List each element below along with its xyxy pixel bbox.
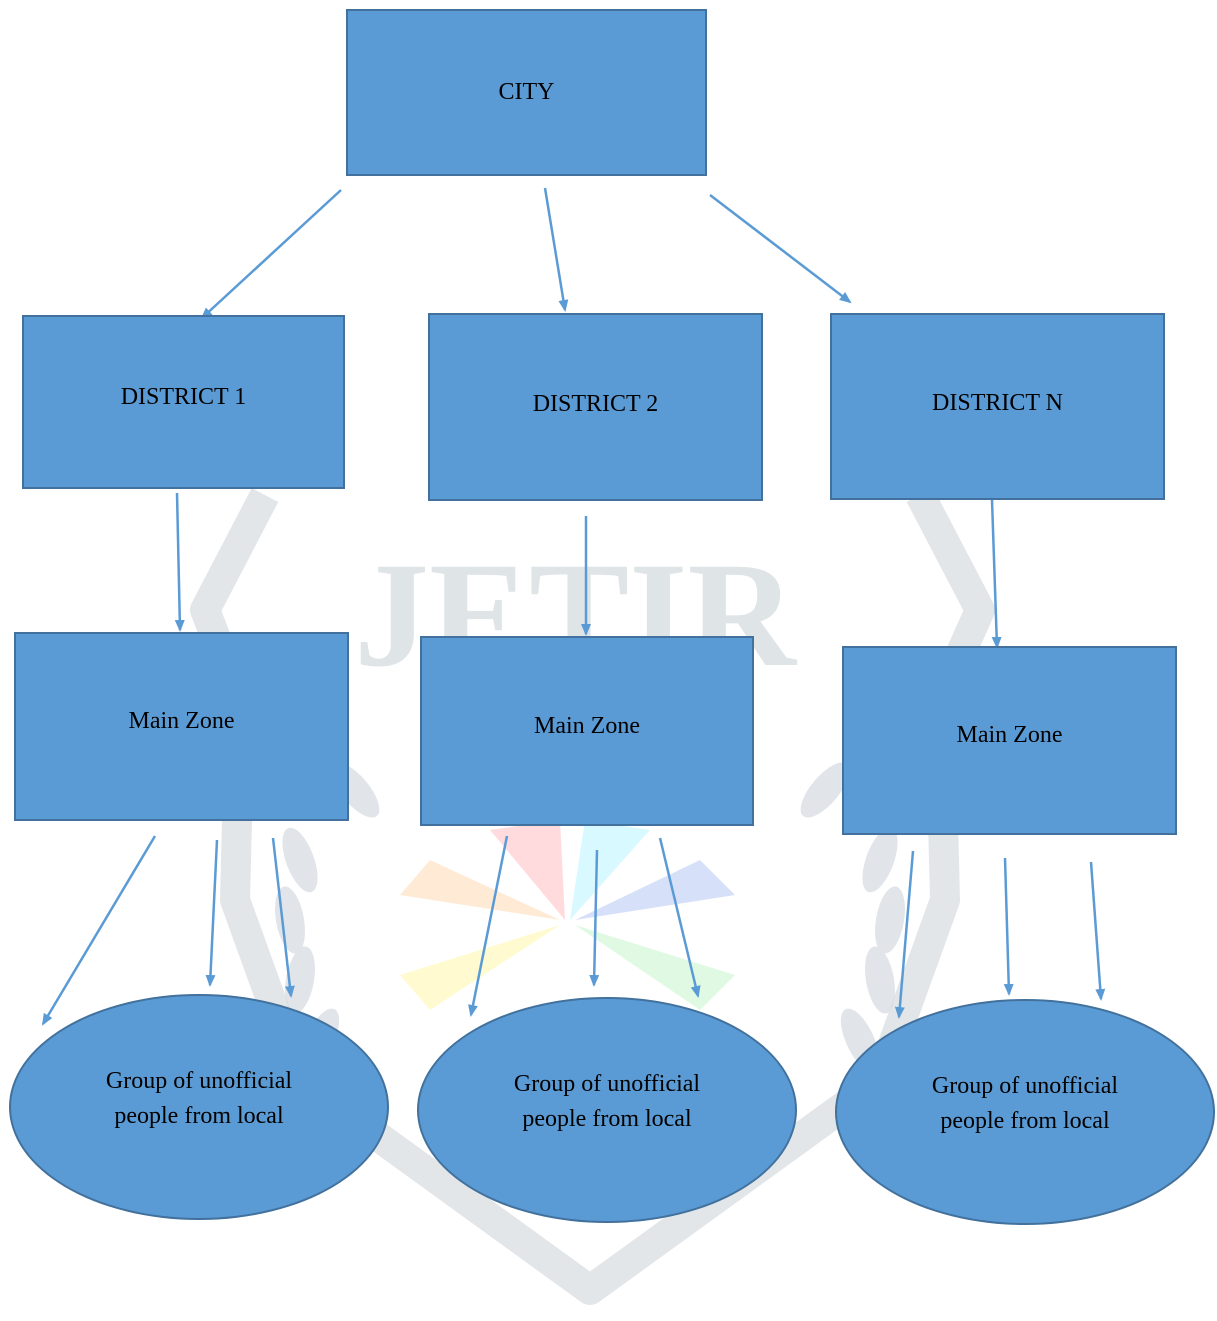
district-2-node: DISTRICT 2 bbox=[428, 313, 763, 501]
district-n-node: DISTRICT N bbox=[830, 313, 1165, 500]
zone-1-label: Main Zone bbox=[128, 708, 235, 734]
zone-1-node: Main Zone bbox=[14, 632, 349, 821]
group-2-label: Group of unofficial people from local bbox=[513, 1071, 701, 1132]
group-n-node: Group of unofficial people from local bbox=[835, 999, 1215, 1225]
district-2-label: DISTRICT 2 bbox=[532, 390, 659, 417]
city-node: CITY bbox=[346, 9, 707, 176]
district-1-label: DISTRICT 1 bbox=[120, 383, 247, 410]
city-label: CITY bbox=[498, 79, 555, 105]
zone-n-node: Main Zone bbox=[842, 646, 1177, 835]
district-n-label: DISTRICT N bbox=[932, 390, 1063, 416]
zone-2-node: Main Zone bbox=[420, 636, 754, 826]
group-n-label: Group of unofficial people from local bbox=[931, 1073, 1119, 1134]
group-2-node: Group of unofficial people from local bbox=[417, 997, 797, 1223]
group-1-label: Group of unofficial people from local bbox=[105, 1068, 293, 1129]
district-1-node: DISTRICT 1 bbox=[22, 315, 345, 489]
group-1-node: Group of unofficial people from local bbox=[9, 994, 389, 1220]
zone-n-label: Main Zone bbox=[956, 722, 1063, 748]
zone-2-label: Main Zone bbox=[534, 712, 640, 739]
